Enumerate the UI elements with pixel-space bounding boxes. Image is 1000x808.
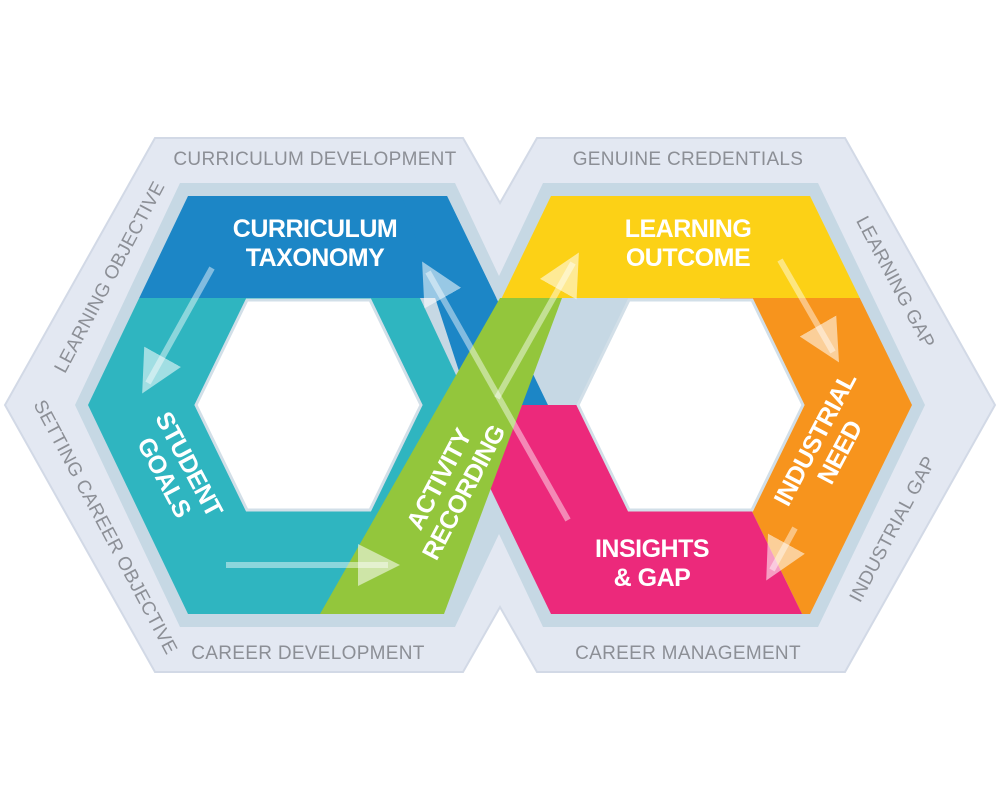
arrow-need-to-insights — [766, 526, 805, 581]
label-learning-outcome: LEARNING OUTCOME — [625, 215, 752, 272]
label-curriculum-taxonomy: CURRICULUM TAXONOMY — [233, 215, 398, 272]
svg-text:& GAP: & GAP — [614, 564, 691, 592]
label-career-management: CAREER MANAGEMENT — [575, 643, 801, 664]
svg-text:OUTCOME: OUTCOME — [626, 244, 750, 272]
arrow-activity-to-outcome — [494, 252, 579, 400]
segment-activity-recording — [320, 298, 562, 614]
svg-text:TAXONOMY: TAXONOMY — [246, 244, 385, 272]
arrow-insights-to-taxonomy — [422, 261, 571, 522]
left-center-hole — [194, 298, 423, 512]
label-genuine-credentials: GENUINE CREDENTIALS — [573, 149, 804, 170]
right-center-hole — [576, 298, 805, 512]
svg-text:CURRICULUM: CURRICULUM — [233, 215, 397, 243]
arrow-outcome-to-need — [777, 258, 839, 363]
label-insights-gap: INSIGHTS & GAP — [595, 535, 710, 592]
svg-text:LEARNING: LEARNING — [625, 215, 752, 243]
label-curriculum-development: CURRICULUM DEVELOPMENT — [173, 149, 456, 170]
arrow-taxonomy-to-goals — [142, 266, 215, 394]
label-career-development: CAREER DEVELOPMENT — [191, 643, 425, 664]
svg-text:INSIGHTS: INSIGHTS — [595, 535, 709, 563]
